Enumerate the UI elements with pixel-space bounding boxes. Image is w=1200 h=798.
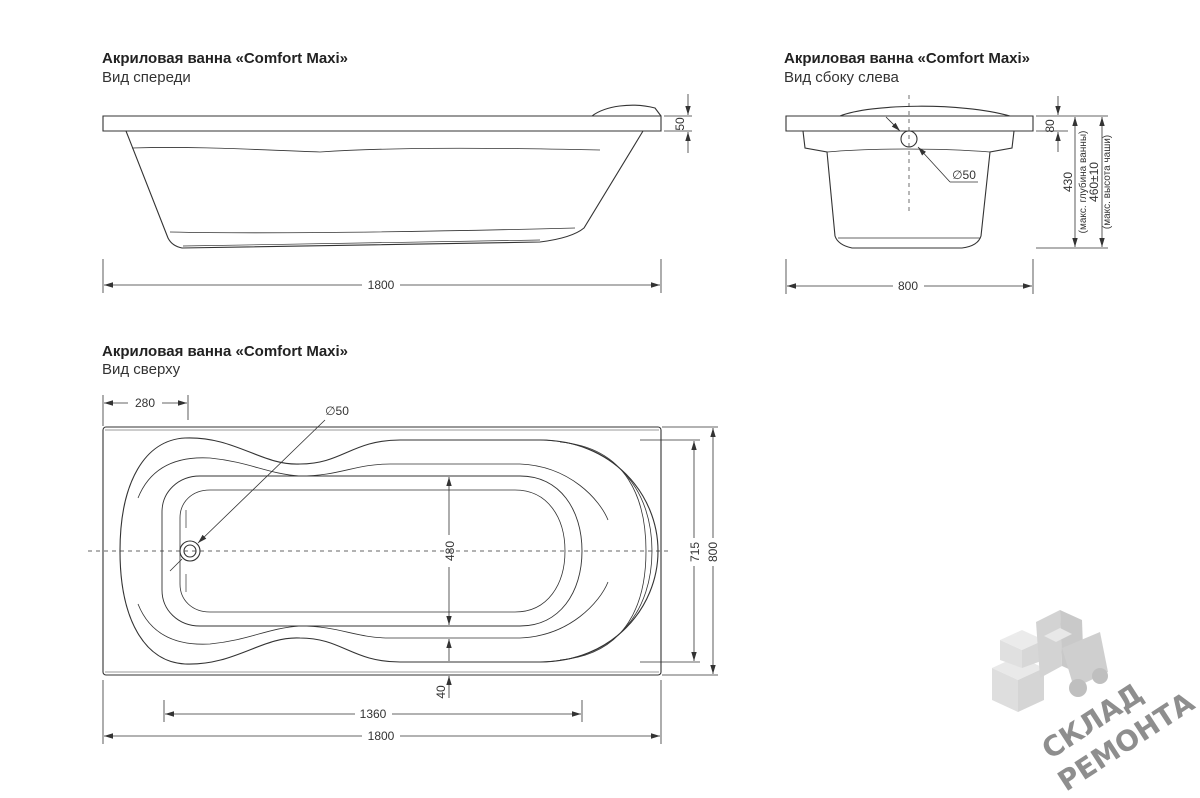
boxes-icon <box>992 630 1044 712</box>
side-height-note: (макс. высота чаши) <box>1102 135 1113 229</box>
side-width-label: 800 <box>898 279 918 293</box>
side-view-dimensions <box>785 96 1108 294</box>
top-drain-offset-label: 280 <box>135 396 155 410</box>
front-view-subtitle: Вид спереди <box>102 69 191 86</box>
side-view-subtitle: Вид сбоку слева <box>784 69 899 86</box>
front-rim-label: 50 <box>673 117 687 131</box>
side-rim-label: 80 <box>1043 119 1057 133</box>
top-view-subtitle: Вид сверху <box>102 361 181 378</box>
top-view-dimensions <box>102 395 718 744</box>
watermark-logo: СКЛАД РЕМОНТА <box>992 610 1200 798</box>
top-bowl-width-label: 715 <box>688 542 702 562</box>
side-height-label: 460±10 <box>1087 162 1101 202</box>
top-view-drawing <box>88 419 672 676</box>
top-edge-label: 40 <box>434 685 448 699</box>
front-view-title: Акриловая ванна «Comfort Maxi» <box>102 50 349 67</box>
front-view-drawing <box>102 104 662 249</box>
side-view-drawing <box>785 95 1034 249</box>
top-inner-length-label: 1360 <box>360 707 387 721</box>
top-drain-label: ∅50 <box>325 404 349 418</box>
side-depth-label: 430 <box>1061 172 1075 192</box>
top-length-label: 1800 <box>368 729 395 743</box>
top-view-title: Акриловая ванна «Comfort Maxi» <box>102 343 349 360</box>
side-drain-label: ∅50 <box>952 168 976 182</box>
top-inner-width-label: 480 <box>443 541 457 561</box>
top-width-label: 800 <box>706 542 720 562</box>
forklift-icon <box>1036 610 1108 697</box>
front-length-label: 1800 <box>368 278 395 292</box>
side-view-title: Акриловая ванна «Comfort Maxi» <box>784 50 1031 67</box>
side-depth-note: (макс. глубина ванны) <box>1077 131 1089 234</box>
front-view-dimensions <box>102 94 692 293</box>
